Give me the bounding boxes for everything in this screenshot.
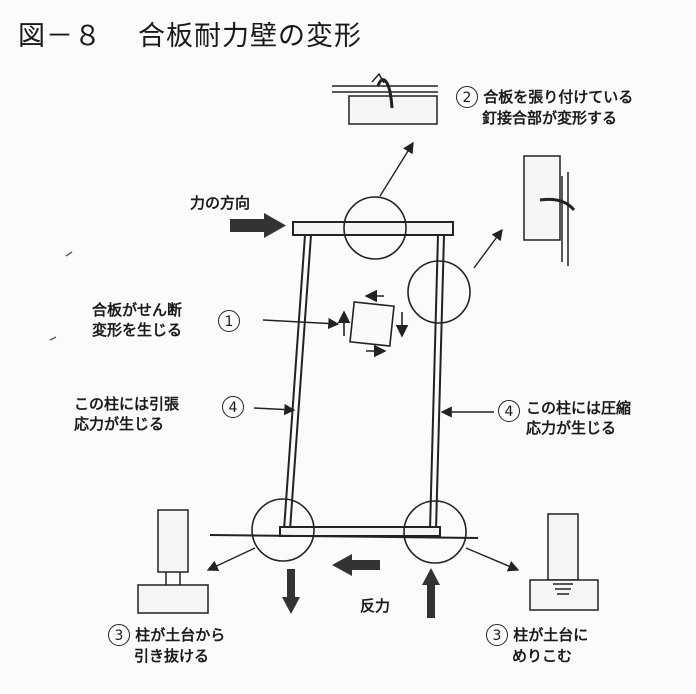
right-column-inner [429, 234, 439, 531]
foundation-line [209, 534, 479, 539]
shear-element [337, 289, 409, 358]
embed-detail [529, 513, 599, 611]
shear-note: 合板がせん断 変形を生じる [92, 300, 182, 340]
right-column-outer [435, 234, 445, 531]
note-number-3-left: 3 [108, 624, 130, 646]
left-column-outer [283, 234, 306, 531]
tension-note: この柱には引張 応力が生じる [74, 394, 179, 434]
note-number-1: 1 [218, 310, 240, 332]
bottom-sill [279, 526, 441, 537]
pullout-detail [137, 509, 209, 614]
figure-title: 図－８ 合板耐力壁の変形 [18, 14, 362, 53]
embed-arrow [422, 568, 440, 618]
nail-joint-note: 2 合板を張り付けている 釘接合部が変形する [456, 86, 633, 128]
pullout-note: 3 柱が土台から 引き抜ける [108, 624, 225, 666]
leader-embed [465, 547, 520, 572]
note-number-4-left: 4 [222, 396, 244, 418]
leader-nail [379, 141, 414, 197]
compression-line2: 応力が生じる [526, 419, 617, 437]
left-column-inner [289, 234, 312, 531]
column-nail-detail [523, 155, 576, 266]
nail-joint-line2: 釘接合部が変形する [482, 109, 618, 127]
shear-line1: 合板がせん断 [92, 301, 183, 319]
right-base-detail-circle [403, 500, 467, 564]
nail-detail-circle [343, 196, 407, 260]
top-beam [292, 221, 454, 236]
force-arrow [230, 213, 286, 238]
leader-tension [253, 403, 296, 416]
note-number-4-right: 4 [498, 400, 520, 422]
reaction-label: 反力 [360, 597, 391, 615]
figure-title-text: 合板耐力壁の変形 [138, 21, 362, 52]
shear-line2: 変形を生じる [92, 321, 183, 339]
tension-line1: この柱には引張 [74, 395, 180, 413]
pullout-line2: 引き抜ける [134, 647, 210, 665]
pullout-arrow [282, 569, 300, 614]
figure-number: 図－８ [18, 21, 102, 52]
leader-shear [262, 317, 340, 330]
embed-line2: めりこむ [512, 647, 573, 665]
compression-line1: この柱には圧縮 [526, 399, 632, 417]
note-number-2: 2 [456, 86, 478, 108]
leader-column-top [473, 228, 503, 269]
embed-note: 3 柱が土台に めりこむ [486, 624, 588, 666]
note-number-3-right: 3 [486, 624, 508, 646]
force-direction-label: 力の方向 [190, 194, 251, 212]
column-top-detail-circle [407, 260, 471, 324]
wall-frame [209, 221, 479, 539]
reaction-arrow [332, 554, 380, 576]
left-base-detail-circle [251, 498, 315, 562]
pullout-line1: 柱が土台から [135, 626, 226, 644]
compression-note: この柱には圧縮 応力が生じる [526, 398, 631, 438]
tension-line2: 応力が生じる [74, 415, 165, 433]
nail-joint-detail [332, 72, 438, 125]
leader-pullout [206, 547, 256, 571]
nail-joint-line1: 合板を張り付けている [483, 88, 634, 106]
embed-line1: 柱が土台に [513, 626, 589, 644]
